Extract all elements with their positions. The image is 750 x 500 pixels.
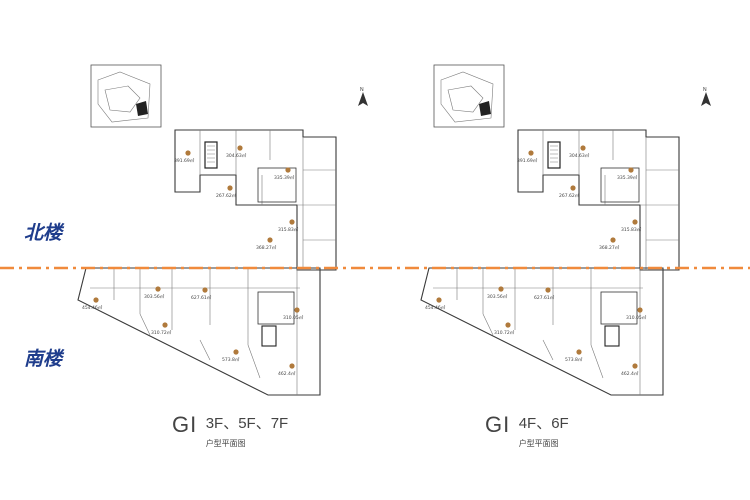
room-marker <box>289 363 295 369</box>
south-building-label: 南楼 <box>24 348 63 370</box>
room-marker <box>632 219 638 225</box>
north-arrow-icon: N <box>358 87 368 106</box>
stair-core <box>204 141 218 169</box>
plan-title-left: GI 3F、5F、7F 户型平面图 <box>172 412 288 451</box>
service-core-south <box>257 291 295 325</box>
room-marker <box>237 145 243 151</box>
room-area-label: 573.8㎡ <box>222 356 240 363</box>
room-area-label: 304.63㎡ <box>226 152 247 159</box>
room-area-label: 310.72㎡ <box>151 329 172 336</box>
floor-plan-right: N 391.69㎡ 304.63㎡ 267.62㎡ 335.39㎡ 315.83㎡ 368.… <box>420 64 711 396</box>
room-area-label: 315.83㎡ <box>278 226 299 233</box>
room-area-label: 310.05㎡ <box>626 314 647 321</box>
room-area-label: 462.4㎡ <box>621 370 639 377</box>
room-marker <box>162 322 168 328</box>
room-marker <box>227 185 233 191</box>
room-area-label: 304.63㎡ <box>569 152 590 159</box>
service-core <box>600 167 640 203</box>
stair-treads <box>207 145 215 163</box>
room-marker <box>498 286 504 292</box>
room-marker <box>628 167 634 173</box>
room-area-label: 573.8㎡ <box>565 356 583 363</box>
plan-code: GI <box>485 412 511 437</box>
key-plan-icon <box>97 71 151 123</box>
plan-code: GI <box>172 412 198 437</box>
key-plan-icon <box>440 71 494 123</box>
stair-core-south <box>604 325 620 347</box>
room-area-label: 335.39㎡ <box>274 174 295 181</box>
service-core-south <box>600 291 638 325</box>
room-area-label: 368.27㎡ <box>256 244 277 251</box>
plan-title-right: GI 4F、6F 户型平面图 <box>485 412 569 451</box>
room-area-label: 310.72㎡ <box>494 329 515 336</box>
plan-floors: 3F、5F、7F <box>205 415 289 432</box>
room-area-label: 267.62㎡ <box>216 192 237 199</box>
room-area-label: 310.05㎡ <box>283 314 304 321</box>
room-marker <box>202 287 208 293</box>
south-partitions <box>90 268 300 395</box>
room-area-label: 454.46㎡ <box>82 304 103 311</box>
north-partitions <box>542 130 679 270</box>
room-area-label: 303.56㎡ <box>487 293 508 300</box>
room-area-label: 462.4㎡ <box>278 370 296 377</box>
room-marker <box>580 145 586 151</box>
room-marker <box>185 150 191 156</box>
room-area-label: 627.61㎡ <box>191 294 212 301</box>
stair-core <box>547 141 561 169</box>
room-area-label: 267.62㎡ <box>559 192 580 199</box>
north-partitions <box>199 130 336 270</box>
room-marker <box>267 237 273 243</box>
north-arrow-icon: N <box>701 87 711 106</box>
room-area-label: 335.39㎡ <box>617 174 638 181</box>
plan-floors: 4F、6F <box>518 415 569 432</box>
stair-treads <box>550 145 558 163</box>
plan-subtitle: 户型平面图 <box>205 439 246 448</box>
svg-text:N: N <box>360 87 364 93</box>
room-area-label: 368.27㎡ <box>599 244 620 251</box>
north-building-label: 北楼 <box>24 222 63 244</box>
plan-subtitle: 户型平面图 <box>518 439 559 448</box>
room-marker <box>289 219 295 225</box>
room-area-label: 454.46㎡ <box>425 304 446 311</box>
room-marker <box>637 307 643 313</box>
room-marker <box>155 286 161 292</box>
room-area-label: 627.61㎡ <box>534 294 555 301</box>
south-partitions <box>433 268 643 395</box>
room-marker <box>285 167 291 173</box>
room-marker <box>570 185 576 191</box>
room-marker <box>436 297 442 303</box>
room-marker <box>294 307 300 313</box>
room-marker <box>93 297 99 303</box>
stair-core-south <box>261 325 277 347</box>
room-area-label: 391.69㎡ <box>174 157 195 164</box>
service-core <box>257 167 297 203</box>
room-marker <box>632 363 638 369</box>
room-marker <box>505 322 511 328</box>
room-marker <box>233 349 239 355</box>
room-marker <box>528 150 534 156</box>
room-area-label: 303.56㎡ <box>144 293 165 300</box>
room-marker <box>576 349 582 355</box>
room-area-label: 315.83㎡ <box>621 226 642 233</box>
room-marker <box>610 237 616 243</box>
room-marker <box>545 287 551 293</box>
room-area-label: 391.69㎡ <box>517 157 538 164</box>
floor-plan-left: N 391.69㎡ 304.63㎡ 267.62㎡ 335.39㎡ 315.83㎡ 368.… <box>77 64 368 396</box>
svg-text:N: N <box>703 87 707 93</box>
